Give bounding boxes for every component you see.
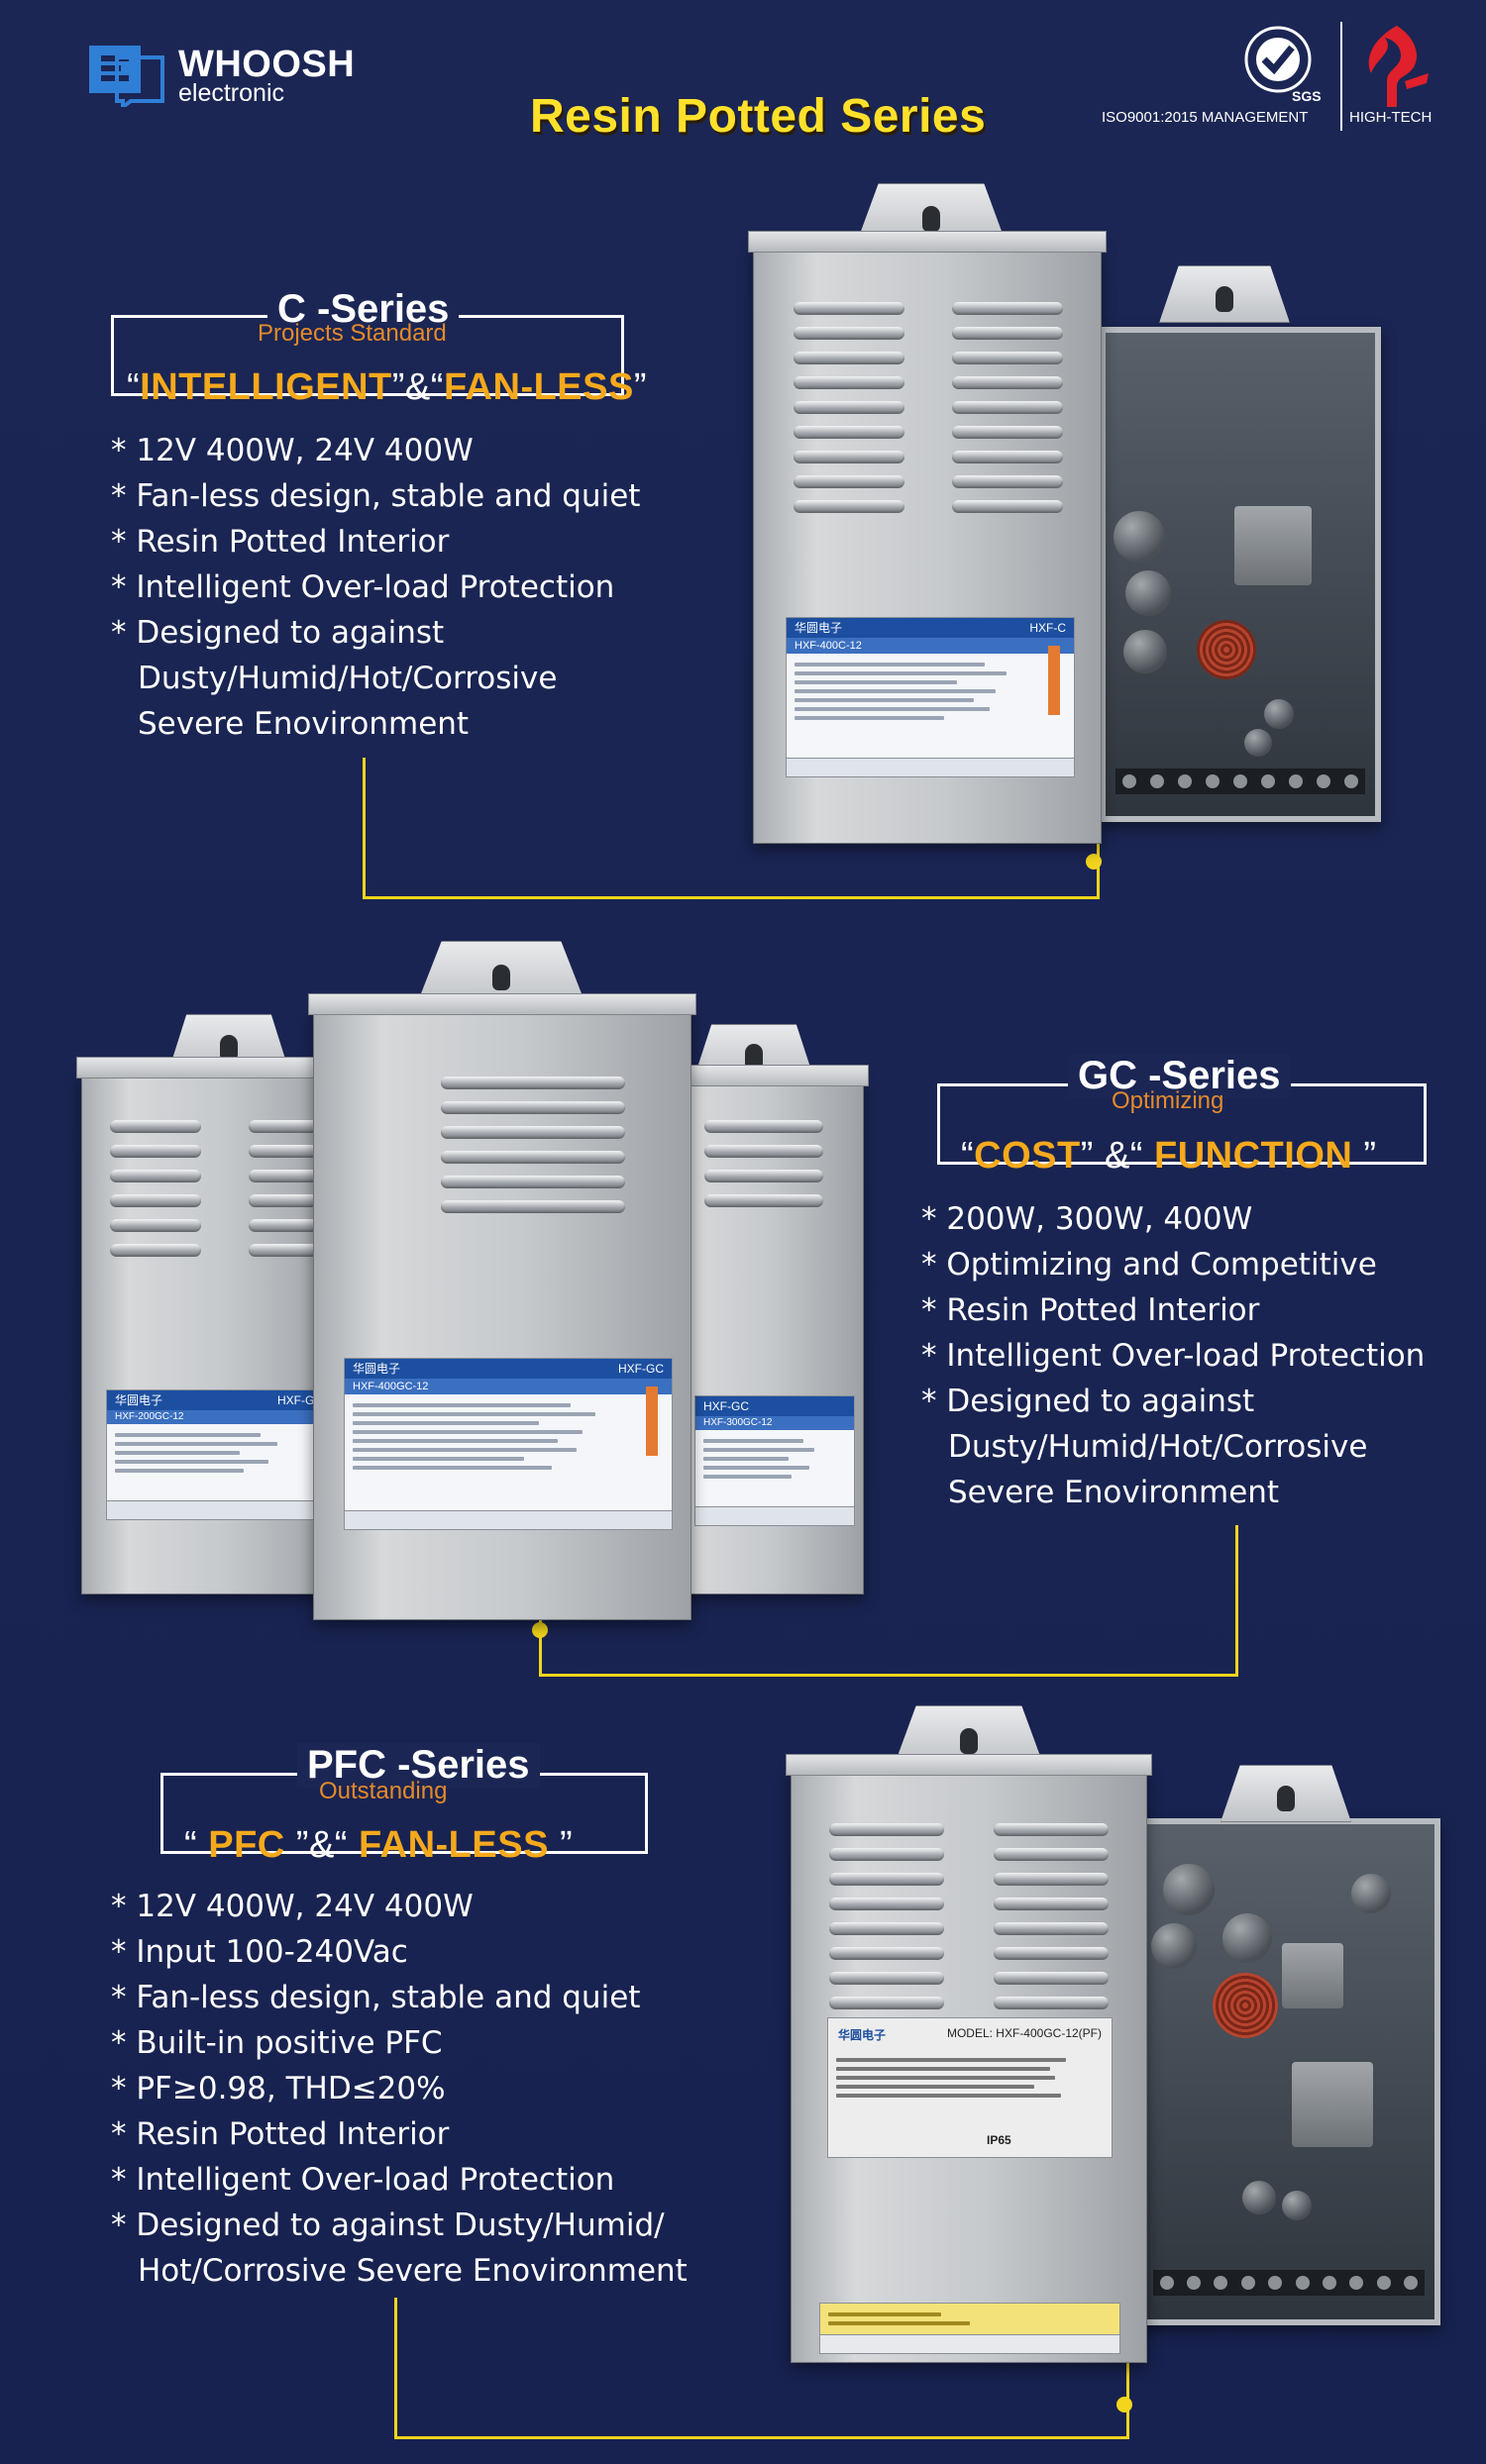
sgs-iso-seal-icon: SGS [1240, 20, 1339, 114]
feature-item: * Designed to against [111, 615, 445, 651]
label-rating: IP65 [987, 2133, 1011, 2147]
feature-item: * Fan-less design, stable and quiet [111, 478, 641, 514]
gc-series-tagline: “COST” &“ FUNCTION ” [961, 1135, 1377, 1177]
label-model: HXF-C [1029, 621, 1066, 635]
hightech-label: HIGH-TECH [1349, 109, 1433, 126]
feature-item: * 12V 400W, 24V 400W [111, 1889, 474, 1924]
gc-series-connector-dot [532, 1622, 548, 1638]
feature-item: Severe Enovironment [138, 706, 470, 742]
c-series-tagline: “INTELLIGENT”&“FAN-LESS” [127, 366, 647, 408]
feature-item: * Designed to against [921, 1384, 1255, 1419]
gc-series-features: * 200W, 300W, 400W * Optimizing and Comp… [921, 1196, 1425, 1515]
feature-item: * Resin Potted Interior [921, 1292, 1260, 1328]
pfc-series-features: * 12V 400W, 24V 400W * Input 100-240Vac … [111, 1884, 688, 2294]
c-series-product-label: 华圆电子 HXF-C HXF-400C-12 [786, 617, 1075, 777]
label-item: HXF-400C-12 [795, 640, 862, 652]
label-model: MODEL: HXF-400GC-12(PF) [946, 2026, 1102, 2040]
feature-item: * Designed to against Dusty/Humid/ [111, 2207, 665, 2243]
pfc-series-connector [394, 2298, 1129, 2439]
label-brand: 华圆电子 [353, 1362, 401, 1376]
feature-item: * Intelligent Over-load Protection [921, 1338, 1426, 1374]
feature-item: * Intelligent Over-load Protection [111, 569, 615, 605]
cert-divider [1340, 22, 1342, 131]
label-item: HXF-400GC-12 [353, 1381, 429, 1392]
pfc-series-product-label: 华圆电子 MODEL: HXF-400GC-12(PF) IP65 [827, 2017, 1113, 2158]
feature-item: * Resin Potted Interior [111, 2116, 450, 2152]
brand-subtitle: electronic [178, 78, 284, 107]
feature-item: * 200W, 300W, 400W [921, 1201, 1253, 1237]
gc-series-product-label-right: HXF-GC HXF-300GC-12 [694, 1395, 855, 1526]
feature-item: Dusty/Humid/Hot/Corrosive [138, 661, 558, 696]
c-series-name: C -Series [267, 287, 460, 332]
feature-item: * Resin Potted Interior [111, 524, 450, 560]
pfc-series-tagline: “ PFC ”&“ FAN-LESS ” [184, 1824, 574, 1866]
feature-item: Hot/Corrosive Severe Enovironment [138, 2253, 688, 2289]
c-series-connector-dot [1086, 854, 1102, 870]
label-brand: 华圆电子 [795, 621, 843, 635]
feature-item: * Input 100-240Vac [111, 1934, 408, 1970]
feature-item: Severe Enovironment [948, 1475, 1280, 1510]
feature-item: * PF≥0.98, THD≤20% [111, 2071, 446, 2106]
pfc-series-name: PFC -Series [297, 1743, 540, 1788]
feature-item: * 12V 400W, 24V 400W [111, 433, 474, 468]
feature-item: * Fan-less design, stable and quiet [111, 1980, 641, 2015]
label-model: HXF-GC [618, 1362, 664, 1376]
iso-label: ISO9001:2015 MANAGEMENT [1102, 109, 1309, 126]
pfc-series-terminal-label [819, 2303, 1120, 2354]
pfc-series-connector-dot [1116, 2397, 1132, 2413]
c-series-features: * 12V 400W, 24V 400W * Fan-less design, … [111, 428, 640, 747]
gc-series-subtitle: Optimizing [1112, 1087, 1224, 1114]
feature-item: * Built-in positive PFC [111, 2025, 443, 2061]
gc-series-product-label: 华圆电子 HXF-GC HXF-400GC-12 [344, 1358, 673, 1530]
gc-series-name: GC -Series [1068, 1054, 1291, 1098]
page-title: Resin Potted Series [530, 90, 987, 143]
brand-name: WHOOSH [178, 43, 356, 85]
certifications: SGS ISO9001:2015 MANAGEMENT HIGH-TECH [1102, 20, 1443, 131]
hightech-logo-icon [1357, 22, 1436, 111]
pfc-series-subtitle: Outstanding [319, 1778, 448, 1804]
feature-item: * Optimizing and Competitive [921, 1247, 1377, 1283]
feature-item: Dusty/Humid/Hot/Corrosive [948, 1429, 1368, 1465]
brand-logo: WHOOSH electronic [87, 43, 356, 111]
sgs-text: SGS [1292, 88, 1322, 104]
feature-item: * Intelligent Over-load Protection [111, 2162, 615, 2198]
label-brand: 华圆电子 [838, 2028, 887, 2042]
brand-logo-icon [87, 44, 166, 111]
c-series-subtitle: Projects Standard [258, 320, 447, 347]
